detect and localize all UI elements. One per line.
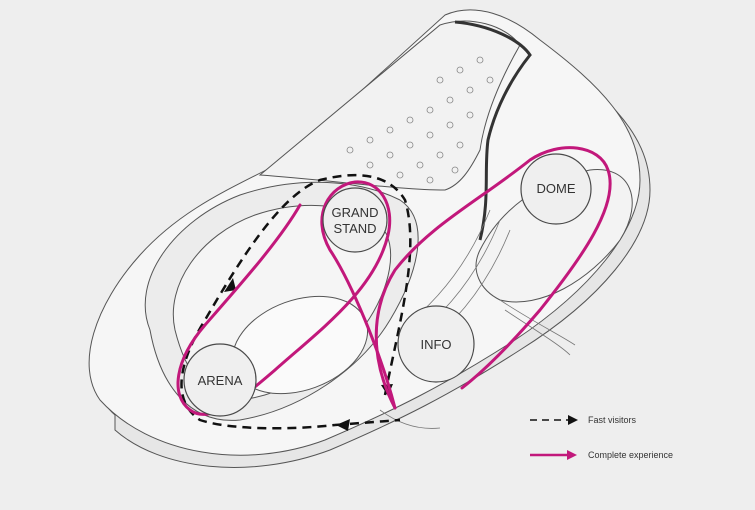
legend-fast-visitors: Fast visitors — [530, 415, 637, 425]
node-info-label: INFO — [420, 337, 451, 352]
fast-visitors-path — [180, 174, 412, 430]
legend-fast-label: Fast visitors — [588, 415, 637, 425]
node-arena: ARENA — [183, 343, 257, 417]
arrow-right-icon — [568, 415, 578, 425]
arrowhead-icon — [336, 419, 350, 431]
roof-edge — [454, 20, 532, 241]
node-dome: DOME — [520, 153, 592, 225]
legend-complete-label: Complete experience — [588, 450, 673, 460]
node-arena-label: ARENA — [198, 373, 243, 388]
node-grand-stand-line2: STAND — [333, 221, 376, 236]
node-info: INFO — [397, 305, 475, 383]
seating-pattern — [346, 56, 494, 184]
node-grand-stand-line1: GRAND — [332, 205, 379, 220]
complete-experience-path — [176, 146, 612, 416]
arrowhead-icon — [224, 278, 236, 292]
node-grand-stand: GRAND STAND — [322, 187, 388, 253]
legend: Fast visitors Complete experience — [530, 415, 673, 460]
node-dome-label: DOME — [537, 181, 576, 196]
arrow-right-icon — [567, 450, 577, 460]
legend-complete-experience: Complete experience — [530, 450, 673, 460]
